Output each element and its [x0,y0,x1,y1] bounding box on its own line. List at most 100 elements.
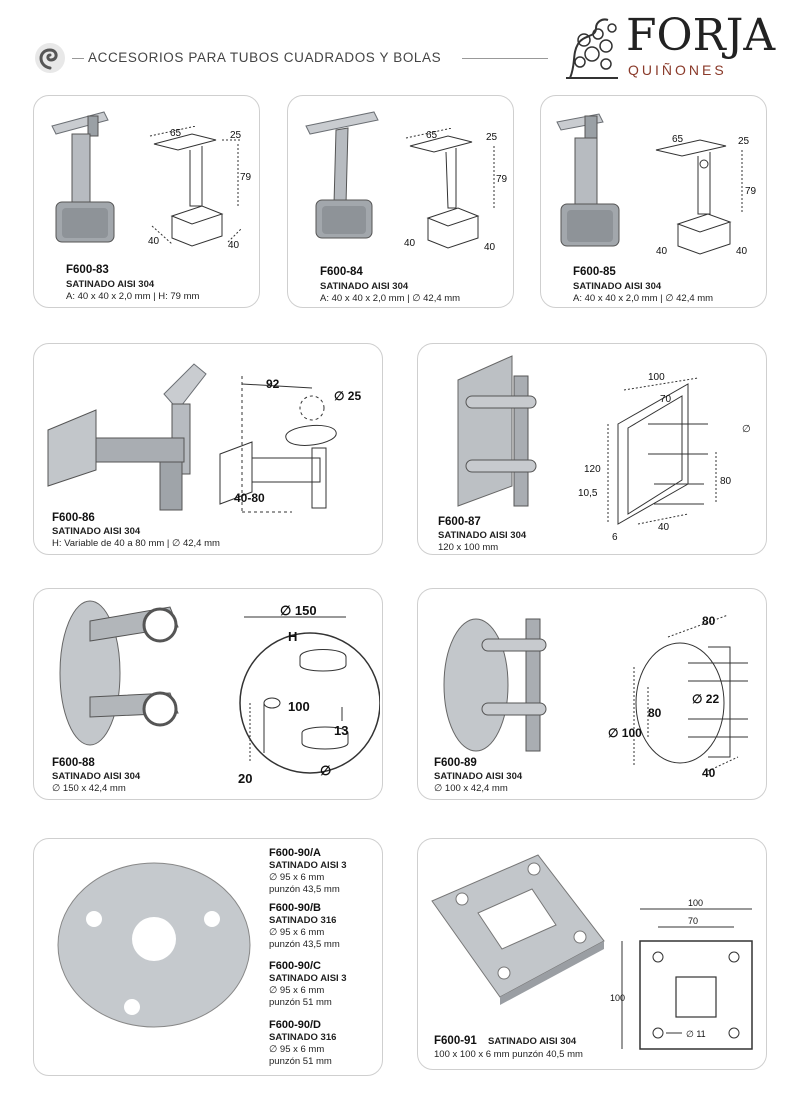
product-material: SATINADO AISI 304 [52,771,141,782]
product-spec: 120 x 100 mm [438,542,499,553]
product-card-f600-88: ∅ 150 H 100 13 20 ∅ F600-88 SATINADO AIS… [33,588,383,800]
product-photo [431,854,605,1005]
dim-120: 120 [584,464,601,475]
variant-material: SATINADO 316 [269,1032,337,1043]
dim-92: 92 [266,377,280,391]
product-spec: 100 x 100 x 6 mm punzón 40,5 mm [434,1049,583,1060]
product-material: SATINADO AISI 304 [52,526,141,537]
product-card-f600-84: 65 25 79 40 40 F600-84 SATINADO AISI 304… [287,95,514,308]
variant-code: F600-90/A [269,847,321,859]
dim-20: 20 [238,771,252,786]
product-code: F600-85 [573,266,616,278]
dim-40-a: 40 [148,236,160,247]
product-spec: A: 40 x 40 x 2,0 mm | ∅ 42,4 mm [573,293,714,304]
technical-drawing: ∅ 150 H 100 13 20 ∅ [238,603,380,786]
variant-material: SATINADO AISI 3 [269,860,347,871]
product-card-f600-89: 80 80 ∅ 22 ∅ 100 40 F600-89 SATINADO AIS… [417,588,767,800]
product-material: SATINADO AISI 304 [66,279,155,290]
product-photo [59,600,179,746]
dim-diameter-22: ∅ 22 [692,692,719,706]
product-code: F600-87 [438,516,481,528]
technical-drawing: 80 80 ∅ 22 ∅ 100 40 [608,614,748,780]
product-photo [57,862,251,1028]
product-code: F600-83 [66,264,109,276]
dim-40: 40 [658,522,670,533]
product-code: F600-84 [320,266,363,278]
dim-79: 79 [496,174,508,185]
dim-25: 25 [230,130,242,141]
brand-name: FORJA [626,10,776,61]
dim-80-top: 80 [702,614,716,628]
product-spec: ∅ 100 x 42,4 mm [434,783,508,794]
dim-diameter-100: ∅ 100 [608,726,642,740]
product-photo [51,111,115,243]
product-code: F600-88 [52,757,95,769]
dim-40-b: 40 [736,246,748,257]
dim-40-b: 40 [228,240,240,251]
dim-100-side: 100 [610,993,625,1003]
dim-40-a: 40 [404,238,416,249]
dim-h: H [288,629,297,644]
dim-diameter-150: ∅ 150 [280,603,317,618]
variant-code: F600-90/C [269,960,321,972]
dim-diameter-25: ∅ 25 [334,389,361,403]
dim-80-side: 80 [648,706,662,720]
dim-6: 6 [612,532,618,543]
brand-subtitle: QUIÑONES [628,62,727,78]
dim-100: 100 [648,372,665,383]
product-card-f600-86: 92 ∅ 25 40-80 F600-86 SATINADO AISI 304 … [33,343,383,555]
variant-punch: punzón 43,5 mm [269,939,340,950]
product-card-f600-87: 100 70 ∅ 120 10,5 80 6 40 F600-87 SATINA… [417,343,767,555]
dim-79: 79 [240,172,252,183]
product-spec: ∅ 150 x 42,4 mm [52,783,126,794]
variant-material: SATINADO AISI 3 [269,973,347,984]
product-material: SATINADO AISI 304 [438,530,527,541]
variant-punch: punzón 43,5 mm [269,884,340,895]
variant-code: F600-90/D [269,1019,321,1031]
technical-drawing: 92 ∅ 25 40-80 [219,376,361,513]
dim-25: 25 [486,132,498,143]
product-code: F600-86 [52,512,95,524]
product-photo [556,113,620,247]
dim-40-b: 40 [484,242,496,253]
product-card-f600-85: 65 25 79 40 40 F600-85 SATINADO AISI 304… [540,95,767,308]
variant-code: F600-90/B [269,902,321,914]
dim-100-top: 100 [688,898,703,908]
dim-diameter-11: ∅ 11 [686,1029,706,1039]
variant-punch: punzón 51 mm [269,997,332,1008]
product-code: F600-91 [434,1035,477,1047]
dim-13: 13 [334,723,348,738]
product-material: SATINADO AISI 304 [488,1036,577,1047]
product-material: SATINADO AISI 304 [320,281,409,292]
product-spec: A: 40 x 40 x 2,0 mm | H: 79 mm [66,291,200,302]
variant-size: ∅ 95 x 6 mm [269,985,325,996]
product-spec: A: 40 x 40 x 2,0 mm | ∅ 42,4 mm [320,293,461,304]
page-title: ACCESORIOS PARA TUBOS CUADRADOS Y BOLAS [88,50,442,65]
product-card-f600-90: F600-90/A SATINADO AISI 3 ∅ 95 x 6 mm pu… [33,838,383,1076]
variant-size: ∅ 95 x 6 mm [269,1044,325,1055]
dim-diameter: ∅ [742,424,751,435]
product-photo [47,363,207,511]
dim-25: 25 [738,136,750,147]
spiral-logo-icon [35,43,65,73]
dim-65: 65 [672,134,684,145]
dim-diameter: ∅ [320,763,331,778]
dim-80: 80 [720,476,732,487]
product-photo [305,111,379,239]
product-photo [443,618,547,752]
technical-drawing: 65 25 79 40 40 [404,128,508,253]
technical-drawing: 100 70 ∅ 120 10,5 80 6 40 [578,372,751,543]
product-code: F600-89 [434,757,477,769]
dim-40: 40 [702,766,716,780]
variant-size: ∅ 95 x 6 mm [269,927,325,938]
dim-65: 65 [426,130,438,141]
technical-drawing: 100 70 100 ∅ 11 [610,898,753,1050]
product-photo [457,355,537,507]
dim-79: 79 [745,186,757,197]
technical-drawing: 65 25 79 40 40 [148,126,252,251]
dim-10-5: 10,5 [578,488,598,499]
header-rule-right [462,58,548,59]
product-material: SATINADO AISI 304 [434,771,523,782]
technical-drawing: 65 25 79 40 40 [655,134,757,257]
variant-material: SATINADO 316 [269,915,337,926]
